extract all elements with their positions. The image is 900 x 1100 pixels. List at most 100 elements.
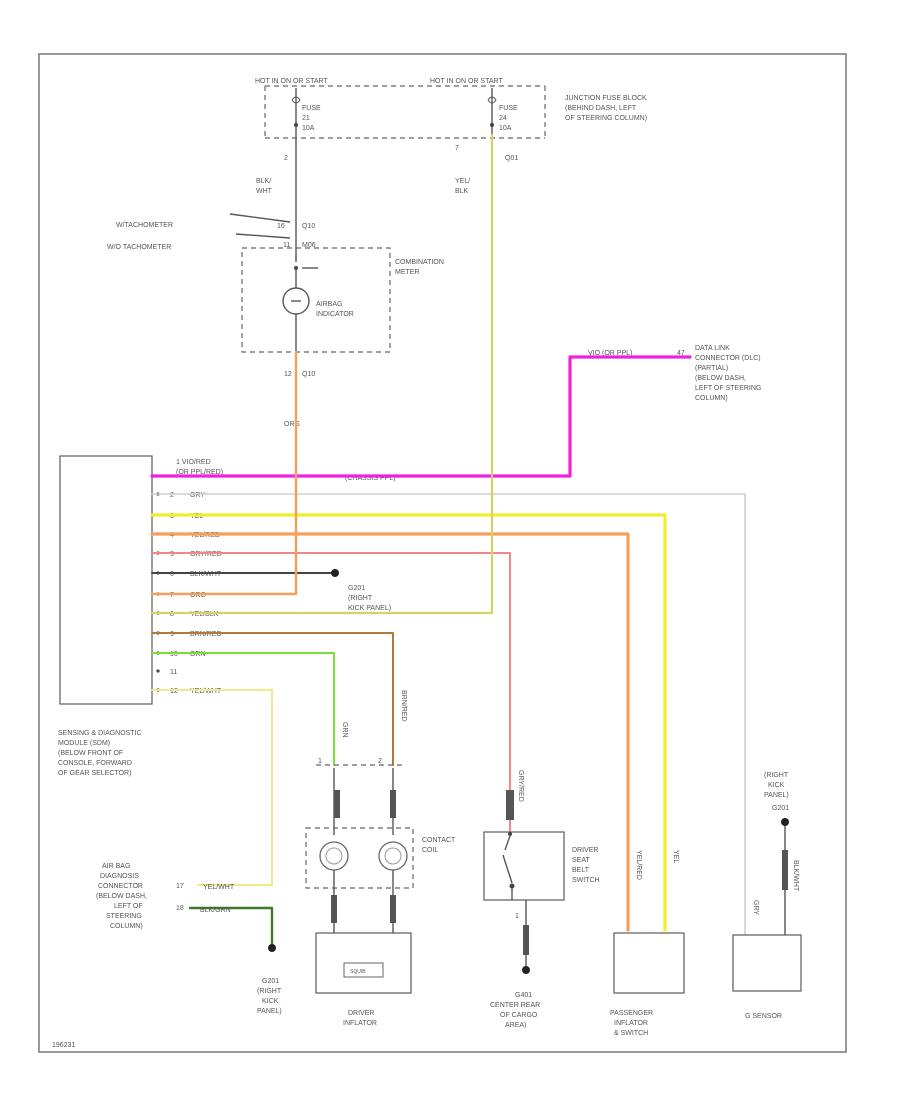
coil-pin-b: 2	[378, 758, 382, 765]
sdm-title-1: SENSING & DIAGNOSTIC	[58, 730, 142, 737]
sdm-pin-color: YEL/WHT	[190, 688, 222, 695]
g201b-desc-3: PANEL)	[257, 1008, 282, 1015]
dlc-title-5: LEFT OF STEERING	[695, 385, 761, 392]
passenger-wire-b-label: YEL	[672, 850, 679, 863]
fuse-left-label: FUSE	[302, 105, 321, 112]
sdm-title-2: MODULE (SDM)	[58, 740, 110, 747]
seatbelt-title-1: DRIVER	[572, 847, 598, 854]
diag-title-4: (BELOW DASH,	[96, 893, 147, 900]
indicator-label-1: AIRBAG	[316, 301, 342, 308]
gsensor-title: G SENSOR	[745, 1013, 782, 1020]
diag-title-5: LEFT OF	[114, 903, 143, 910]
g-sensor: G SENSOR (RIGHT KICK PANEL) G201	[732, 772, 802, 1020]
wire-vio-dlc	[150, 355, 692, 478]
hot-left-label: HOT IN ON OR START	[255, 78, 328, 85]
diag-title-7: COLUMN)	[110, 923, 143, 930]
meter-title-2: METER	[395, 269, 420, 276]
gsensor-ground-name: G201	[772, 805, 789, 812]
fuse-block-title-3: OF STEERING COLUMN)	[565, 115, 647, 122]
ground-g201b-icon	[268, 944, 276, 952]
g401-desc-1: CENTER REAR	[490, 1002, 540, 1009]
diag-title-3: CONNECTOR	[98, 883, 143, 890]
g201b-desc-1: (RIGHT	[257, 988, 282, 995]
tacho-input-b: W/O TACHOMETER	[107, 244, 171, 251]
wire-gryred-seatbelt	[151, 552, 511, 833]
yel-blk-label-1: YEL/	[455, 178, 470, 185]
g201-desc-2: KICK PANEL)	[348, 605, 391, 612]
wire-brnred-coil	[151, 632, 394, 766]
diagnosis-connector: AIR BAG DIAGNOSIS CONNECTOR (BELOW DASH,…	[96, 863, 282, 1015]
g201-desc-1: (RIGHT	[348, 595, 373, 602]
meter-out-pin: 12	[284, 371, 292, 378]
fuse-right-symbol	[487, 88, 497, 135]
right-pin-number: 7	[455, 145, 459, 152]
wire-yelwht-diag	[151, 689, 273, 886]
sdm-pin-number: 10	[170, 651, 178, 658]
passenger-title-3: & SWITCH	[614, 1030, 648, 1037]
meter-out-conn: Q10	[302, 371, 315, 378]
junction-fuse-block: HOT IN ON OR START HOT IN ON OR START FU…	[255, 78, 647, 139]
dlc-title-2: CONNECTOR (DLC)	[695, 355, 761, 362]
sdm-pin-dot	[156, 669, 160, 673]
gsensor-ground-desc-1: (RIGHT	[764, 772, 789, 779]
wire-harness	[150, 133, 746, 947]
g201-name: G201	[348, 585, 365, 592]
driver-inflator-title-2: INFLATOR	[343, 1020, 377, 1027]
indicator-label-2: INDICATOR	[316, 311, 354, 318]
meter-out-color: ORG	[284, 421, 300, 428]
wire-grn-coil	[151, 652, 335, 766]
fuse-left-amps: 10A	[302, 125, 315, 132]
ground-g201-kick: G201 (RIGHT KICK PANEL)	[331, 569, 391, 612]
diag-wire-a: YEL/WHT	[203, 884, 235, 891]
gsensor-ground-desc-3: PANEL)	[764, 792, 789, 799]
dlc-title-3: (PARTIAL)	[695, 365, 728, 372]
contact-coil: 1 2 CONTACT COIL	[305, 758, 456, 935]
tacho-input-a: W/TACHOMETER	[116, 222, 173, 229]
right-conn-name: Q01	[505, 155, 518, 162]
diag-pin-a: 17	[176, 883, 184, 890]
data-link-connector: DATA LINK CONNECTOR (DLC) (PARTIAL) (BEL…	[588, 345, 761, 402]
footer-code: 196231	[52, 1042, 75, 1049]
sdm-pin-color: ORG	[190, 592, 206, 599]
sdm-pin-number: 6	[170, 571, 174, 578]
sdm-pin-number: 9	[170, 631, 174, 638]
sdm-pin-number: 2	[170, 492, 174, 499]
sdm-pin-number: 5	[170, 551, 174, 558]
conn-b-name: M06	[302, 242, 316, 249]
yel-blk-label-2: BLK	[455, 188, 469, 195]
gsensor-wire-a-label: GRY	[752, 900, 759, 915]
gsensor-ground-desc-2: KICK	[768, 782, 785, 789]
sdm-pin-number: 8	[170, 611, 174, 618]
seatbelt-title-4: SWITCH	[572, 877, 600, 884]
sdm-pin-color: YEL/BLK	[190, 611, 219, 618]
ground-g401-icon	[522, 966, 530, 974]
inflator-inner: SQUIB	[350, 969, 366, 975]
conn-b-pin: 11	[283, 242, 290, 249]
diag-title-1: AIR BAG	[102, 863, 130, 870]
driver-inflator: SQUIB DRIVER INFLATOR	[315, 932, 412, 1027]
wire-yelred-passenger	[150, 532, 630, 932]
fuse-block-title-2: (BEHIND DASH, LEFT	[565, 105, 637, 112]
fuse-right-num: 24	[499, 115, 507, 122]
g201b-name: G201	[262, 978, 279, 985]
wire-blkgrn-ground	[188, 906, 274, 947]
sdm-header-2: (OR PPL/RED)	[176, 469, 223, 476]
left-pin-number: 2	[284, 155, 288, 162]
ground-icon	[331, 569, 339, 577]
sdm-pin-color: GRY	[190, 492, 205, 499]
dlc-pin: 47	[677, 350, 685, 357]
dlc-title-4: (BELOW DASH,	[695, 375, 746, 382]
blk-wht-label-2: WHT	[256, 188, 273, 195]
wire-gry-gsensor	[151, 493, 746, 936]
sdm-bus-label: (CHASSIS PPL)	[345, 475, 396, 482]
coil-title-2: COIL	[422, 847, 438, 854]
fuse-left-symbol	[291, 88, 301, 135]
conn-a-name: Q10	[302, 223, 315, 230]
coil-wire-a-label: GRN	[341, 722, 348, 738]
coil-title-1: CONTACT	[422, 837, 456, 844]
seatbelt-wire-label: GRY/RED	[517, 770, 524, 802]
g401-desc-2: OF CARGO	[500, 1012, 538, 1019]
dlc-title-6: COLUMN)	[695, 395, 728, 402]
